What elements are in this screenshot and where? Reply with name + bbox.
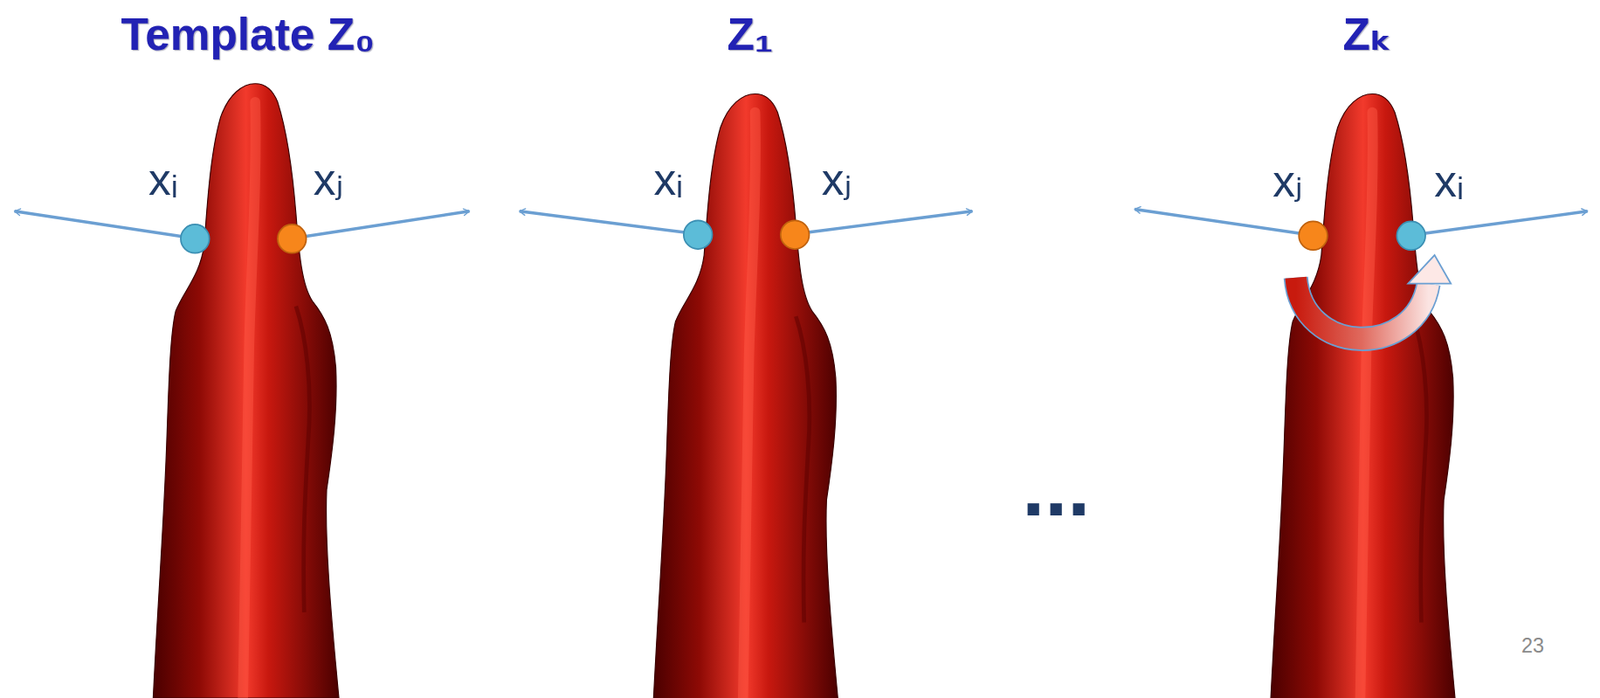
subject-organ [653,93,840,698]
point-i [180,224,210,254]
point-j [277,224,307,254]
swap-arrow-head [1407,255,1451,284]
point-j [1298,220,1328,250]
point-label: xᵢ [653,154,683,205]
subject-organ [1270,93,1457,698]
point-label: xⱼ [1272,157,1304,207]
template-organ [152,83,339,698]
point-i [1396,220,1426,250]
swap-arrow [1296,277,1429,339]
swap-arrow-outline [1296,277,1429,339]
point-i [683,220,713,249]
normal-arrow [1422,211,1588,235]
point-label: xⱼ [313,154,345,205]
panel-title: Z₁ [726,9,773,60]
normal-arrow [1134,208,1303,234]
normal-arrow [806,211,973,234]
normal-arrow [519,211,688,234]
panel-title: Zₖ [1342,9,1392,60]
point-j [780,220,810,249]
panel-title: Template Z₀ [121,9,376,60]
point-label: xᵢ [148,154,179,205]
normal-arrow [14,211,185,237]
page-number: 23 [1521,634,1545,657]
point-label: xⱼ [821,154,853,205]
point-label: xᵢ [1434,157,1464,207]
ellipsis: ... [1021,442,1090,533]
normal-arrow [303,211,469,237]
